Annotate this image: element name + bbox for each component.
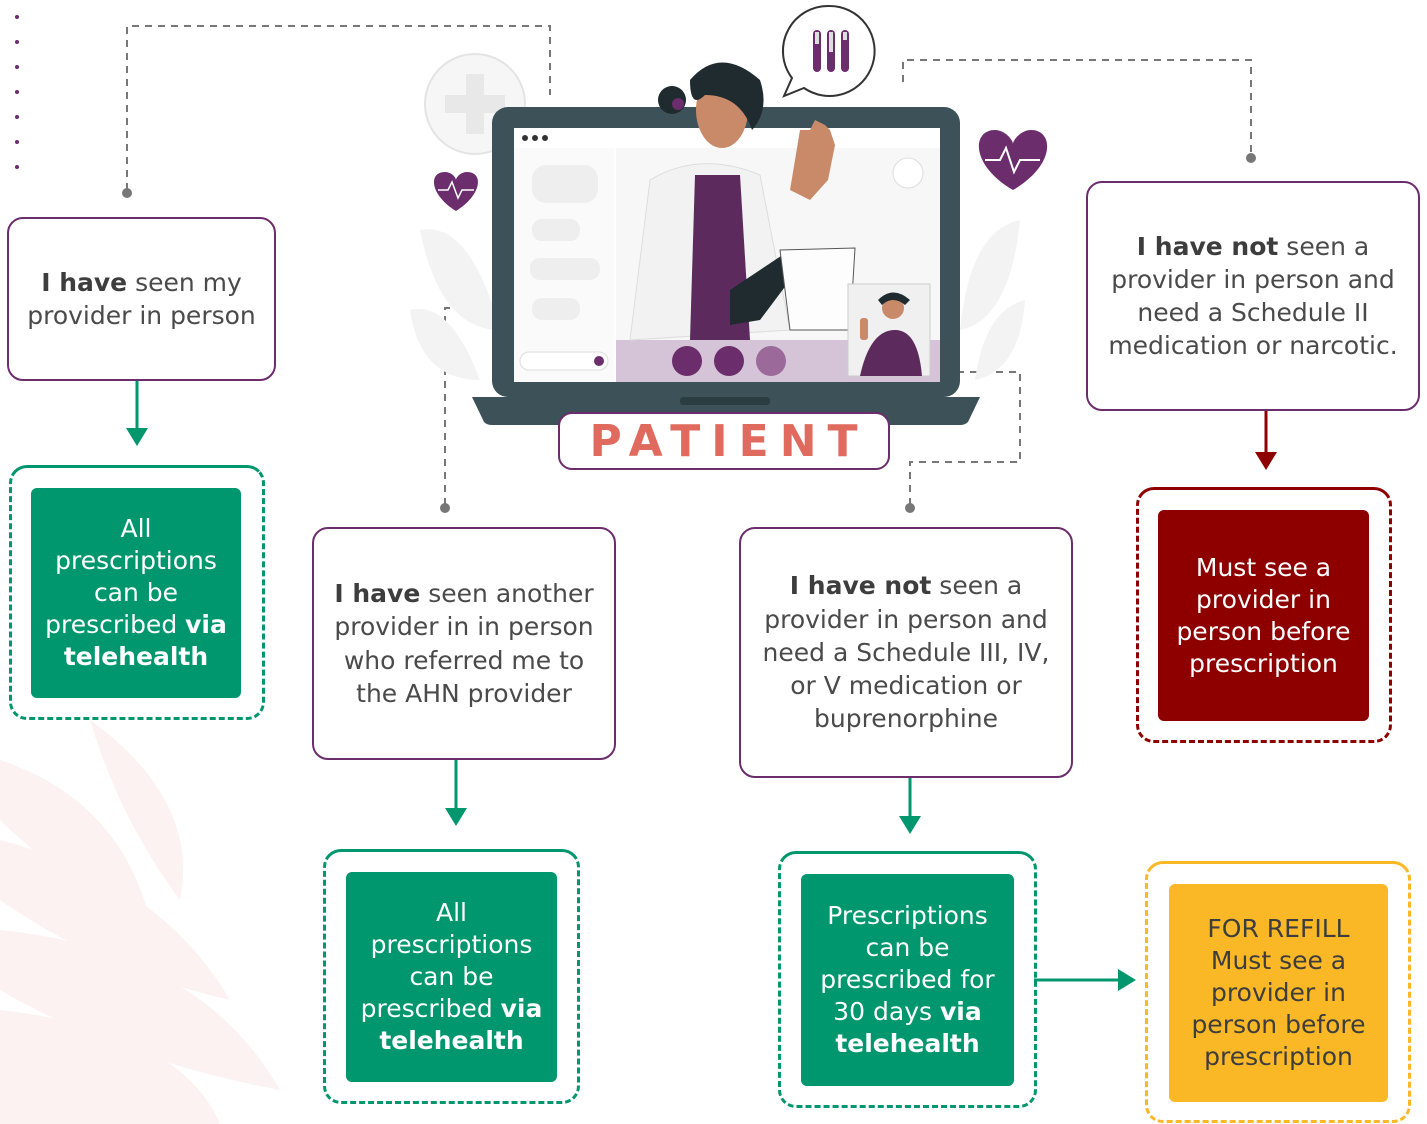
- question-box-referred: I have seen another provider in in perso…: [312, 527, 616, 760]
- heart-icon-right: [978, 130, 1048, 190]
- outcome-box-must-see: Must see a provider in person before pre…: [1158, 510, 1369, 721]
- outcome-frame-2: [323, 849, 580, 1104]
- heart-icon-left: [434, 172, 478, 211]
- question-box-schedule-ii: I have not seen a provider in person and…: [1086, 181, 1420, 411]
- outcome-text: Prescriptions can be prescribed for 30 d…: [820, 901, 995, 1026]
- outcome-text: All prescriptions can be prescribed: [45, 514, 217, 639]
- outcome-emphasis: via telehealth: [63, 610, 227, 671]
- chart-bubble-icon: [782, 4, 876, 98]
- background-flower-decoration: [0, 720, 280, 1124]
- arrow-outcome3-to-outcome5: [1034, 969, 1136, 991]
- question-emphasis: I have not: [789, 571, 932, 601]
- outcome-emphasis: via telehealth: [835, 997, 982, 1058]
- leaf-decoration: [410, 220, 1025, 380]
- outcome-emphasis: via telehealth: [379, 994, 543, 1055]
- outcome-box-telehealth-1: All prescriptions can be prescribed via …: [31, 488, 241, 698]
- question-text: seen a provider in person and need a Sch…: [1108, 231, 1398, 361]
- question-box-schedule-iii-v: I have not seen a provider in person and…: [739, 527, 1073, 778]
- outcome-box-30-days: Prescriptions can be prescribed for 30 d…: [801, 874, 1014, 1086]
- arrow-q1-to-outcome1: [126, 381, 148, 446]
- outcome-frame-1: [9, 465, 265, 720]
- question-text: seen another provider in in person who r…: [334, 579, 594, 708]
- outcome-frame-4: [1136, 487, 1392, 743]
- question-emphasis: I have: [334, 579, 421, 608]
- question-text: seen my provider in person: [27, 267, 256, 330]
- outcome-text: FOR REFILL Must see a provider in person…: [1191, 914, 1366, 1071]
- patient-label: PATIENT: [558, 412, 890, 470]
- outcome-frame-3: [778, 851, 1037, 1108]
- arrow-q4-to-outcome4: [1255, 411, 1277, 470]
- question-emphasis: I have: [41, 267, 128, 297]
- question-emphasis: I have not: [1136, 231, 1279, 261]
- outcome-text: Must see a provider in person before pre…: [1176, 552, 1351, 678]
- outcome-text: All prescriptions can be prescribed: [360, 898, 533, 1023]
- question-text: seen a provider in person and need a Sch…: [762, 571, 1050, 734]
- outcome-box-telehealth-2: All prescriptions can be prescribed via …: [346, 872, 557, 1082]
- connector-endpoints: [122, 153, 1256, 513]
- question-box-seen-provider: I have seen my provider in person: [7, 217, 276, 381]
- laptop-illustration: [472, 62, 980, 425]
- arrow-q3-to-outcome3: [899, 778, 921, 834]
- arrow-q2-to-outcome2: [445, 760, 467, 826]
- outcome-frame-5: [1145, 861, 1411, 1123]
- outcome-box-for-refill: FOR REFILL Must see a provider in person…: [1169, 884, 1388, 1102]
- dot-column-decoration: [15, 15, 19, 169]
